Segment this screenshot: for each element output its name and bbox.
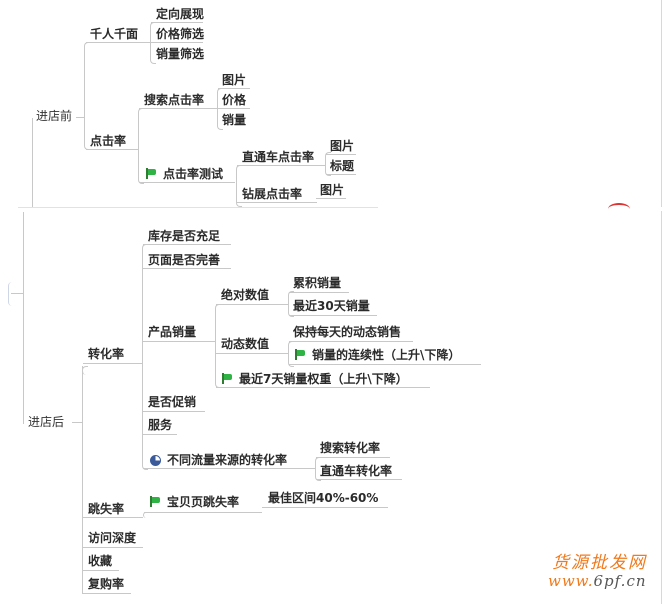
connector bbox=[143, 468, 315, 469]
node-stock[interactable]: 库存是否充足 bbox=[148, 229, 221, 243]
node-dynamic[interactable]: 动态数值 bbox=[221, 337, 270, 351]
node-leaf[interactable]: 累积销量 bbox=[293, 276, 342, 290]
node-traffic-conversion[interactable]: 不同流量来源的转化率 bbox=[150, 452, 287, 468]
connector bbox=[218, 88, 250, 89]
node-diamond-booth-ctr[interactable]: 钻展点击率 bbox=[242, 187, 303, 201]
frame-border bbox=[661, 0, 662, 604]
connector bbox=[262, 507, 388, 508]
connector bbox=[11, 293, 23, 294]
node-page[interactable]: 页面是否完善 bbox=[148, 253, 221, 267]
node-through-train-ctr[interactable]: 直通车点击率 bbox=[242, 150, 315, 164]
node-leaf[interactable]: 直通车转化率 bbox=[320, 464, 393, 478]
node-conversion[interactable]: 转化率 bbox=[88, 347, 125, 361]
connector bbox=[143, 411, 205, 412]
connector bbox=[237, 202, 317, 203]
node-leaf[interactable]: 标题 bbox=[330, 159, 355, 173]
node-bounce[interactable]: 跳失率 bbox=[88, 502, 125, 516]
connector bbox=[143, 268, 231, 269]
node-ctr[interactable]: 点击率 bbox=[90, 134, 127, 148]
connector bbox=[288, 291, 294, 317]
connector bbox=[143, 341, 215, 342]
green-flag-icon bbox=[150, 496, 161, 507]
node-leaf[interactable]: 保持每天的动态销售 bbox=[293, 325, 402, 339]
connector bbox=[139, 108, 217, 109]
connector bbox=[325, 152, 331, 176]
connector bbox=[316, 198, 346, 199]
green-flag-icon bbox=[146, 168, 157, 179]
image-seam-line bbox=[18, 207, 378, 208]
watermark-url: www.6pf.cn bbox=[548, 572, 647, 590]
connector bbox=[86, 149, 138, 150]
connector bbox=[83, 593, 131, 594]
image-seam bbox=[0, 207, 665, 211]
node-thousand-faces[interactable]: 千人千面 bbox=[90, 27, 139, 41]
connector bbox=[151, 42, 203, 43]
connector bbox=[289, 364, 481, 365]
connector bbox=[216, 387, 430, 388]
connector bbox=[32, 118, 33, 210]
node-favorite[interactable]: 收藏 bbox=[88, 554, 113, 568]
connector bbox=[289, 341, 413, 342]
connector bbox=[144, 512, 262, 513]
node-leaf[interactable]: 最佳区间40%-60% bbox=[268, 491, 379, 505]
connector bbox=[83, 363, 142, 364]
connector bbox=[143, 434, 177, 435]
connector bbox=[83, 570, 119, 571]
node-leaf[interactable]: 搜索转化率 bbox=[320, 441, 381, 455]
connector bbox=[151, 22, 203, 23]
connector bbox=[76, 117, 84, 118]
node-leaf[interactable]: 图片 bbox=[222, 73, 247, 87]
connector bbox=[316, 479, 402, 480]
connector bbox=[216, 353, 288, 354]
connector bbox=[143, 244, 231, 245]
connector bbox=[86, 42, 150, 43]
connector bbox=[72, 422, 82, 423]
node-absolute[interactable]: 绝对数值 bbox=[221, 288, 270, 302]
node-leaf[interactable]: 定向展现 bbox=[156, 7, 205, 21]
node-leaf-flagged[interactable]: 销量的连续性（上升\下降） bbox=[295, 347, 460, 363]
connector bbox=[218, 108, 250, 109]
connector bbox=[23, 212, 24, 424]
connector bbox=[326, 154, 356, 155]
node-service[interactable]: 服务 bbox=[148, 418, 173, 432]
node-repurchase[interactable]: 复购率 bbox=[88, 577, 125, 591]
node-search-ctr[interactable]: 搜索点击率 bbox=[144, 93, 205, 107]
watermark-title: 货源批发网 bbox=[552, 553, 647, 573]
connector bbox=[139, 182, 235, 183]
connector bbox=[316, 457, 390, 458]
connector bbox=[83, 547, 143, 548]
connector bbox=[82, 366, 83, 594]
connector bbox=[289, 315, 377, 316]
connector bbox=[138, 108, 144, 184]
connector bbox=[83, 517, 143, 518]
node-before-store[interactable]: 进店前 bbox=[36, 109, 73, 123]
connector bbox=[82, 366, 88, 375]
red-arc-fragment bbox=[608, 203, 630, 215]
connector bbox=[216, 304, 288, 305]
green-flag-icon bbox=[222, 373, 233, 384]
node-leaf[interactable]: 价格 bbox=[222, 93, 247, 107]
green-flag-icon bbox=[295, 349, 306, 360]
node-leaf[interactable]: 价格筛选 bbox=[156, 27, 205, 41]
connector bbox=[237, 165, 325, 166]
connector bbox=[289, 292, 349, 293]
node-promotion[interactable]: 是否促销 bbox=[148, 395, 197, 409]
node-leaf[interactable]: 最近30天销量 bbox=[293, 299, 370, 313]
connector bbox=[326, 174, 356, 175]
pie-chart-icon bbox=[150, 455, 161, 466]
connector bbox=[142, 244, 148, 470]
node-product-sales[interactable]: 产品销量 bbox=[148, 325, 197, 339]
node-after-store[interactable]: 进店后 bbox=[28, 415, 65, 429]
node-visit-depth[interactable]: 访问深度 bbox=[88, 531, 137, 545]
node-leaf[interactable]: 销量筛选 bbox=[156, 47, 205, 61]
node-ctr-test[interactable]: 点击率测试 bbox=[146, 166, 223, 182]
node-leaf[interactable]: 销量 bbox=[222, 113, 247, 127]
node-7day-weight[interactable]: 最近7天销量权重（上升\下降） bbox=[222, 371, 408, 387]
node-leaf[interactable]: 图片 bbox=[330, 139, 355, 153]
node-leaf[interactable]: 图片 bbox=[320, 183, 345, 197]
node-item-bounce[interactable]: 宝贝页跳失率 bbox=[150, 494, 239, 510]
collapsed-root-stub bbox=[8, 282, 13, 306]
